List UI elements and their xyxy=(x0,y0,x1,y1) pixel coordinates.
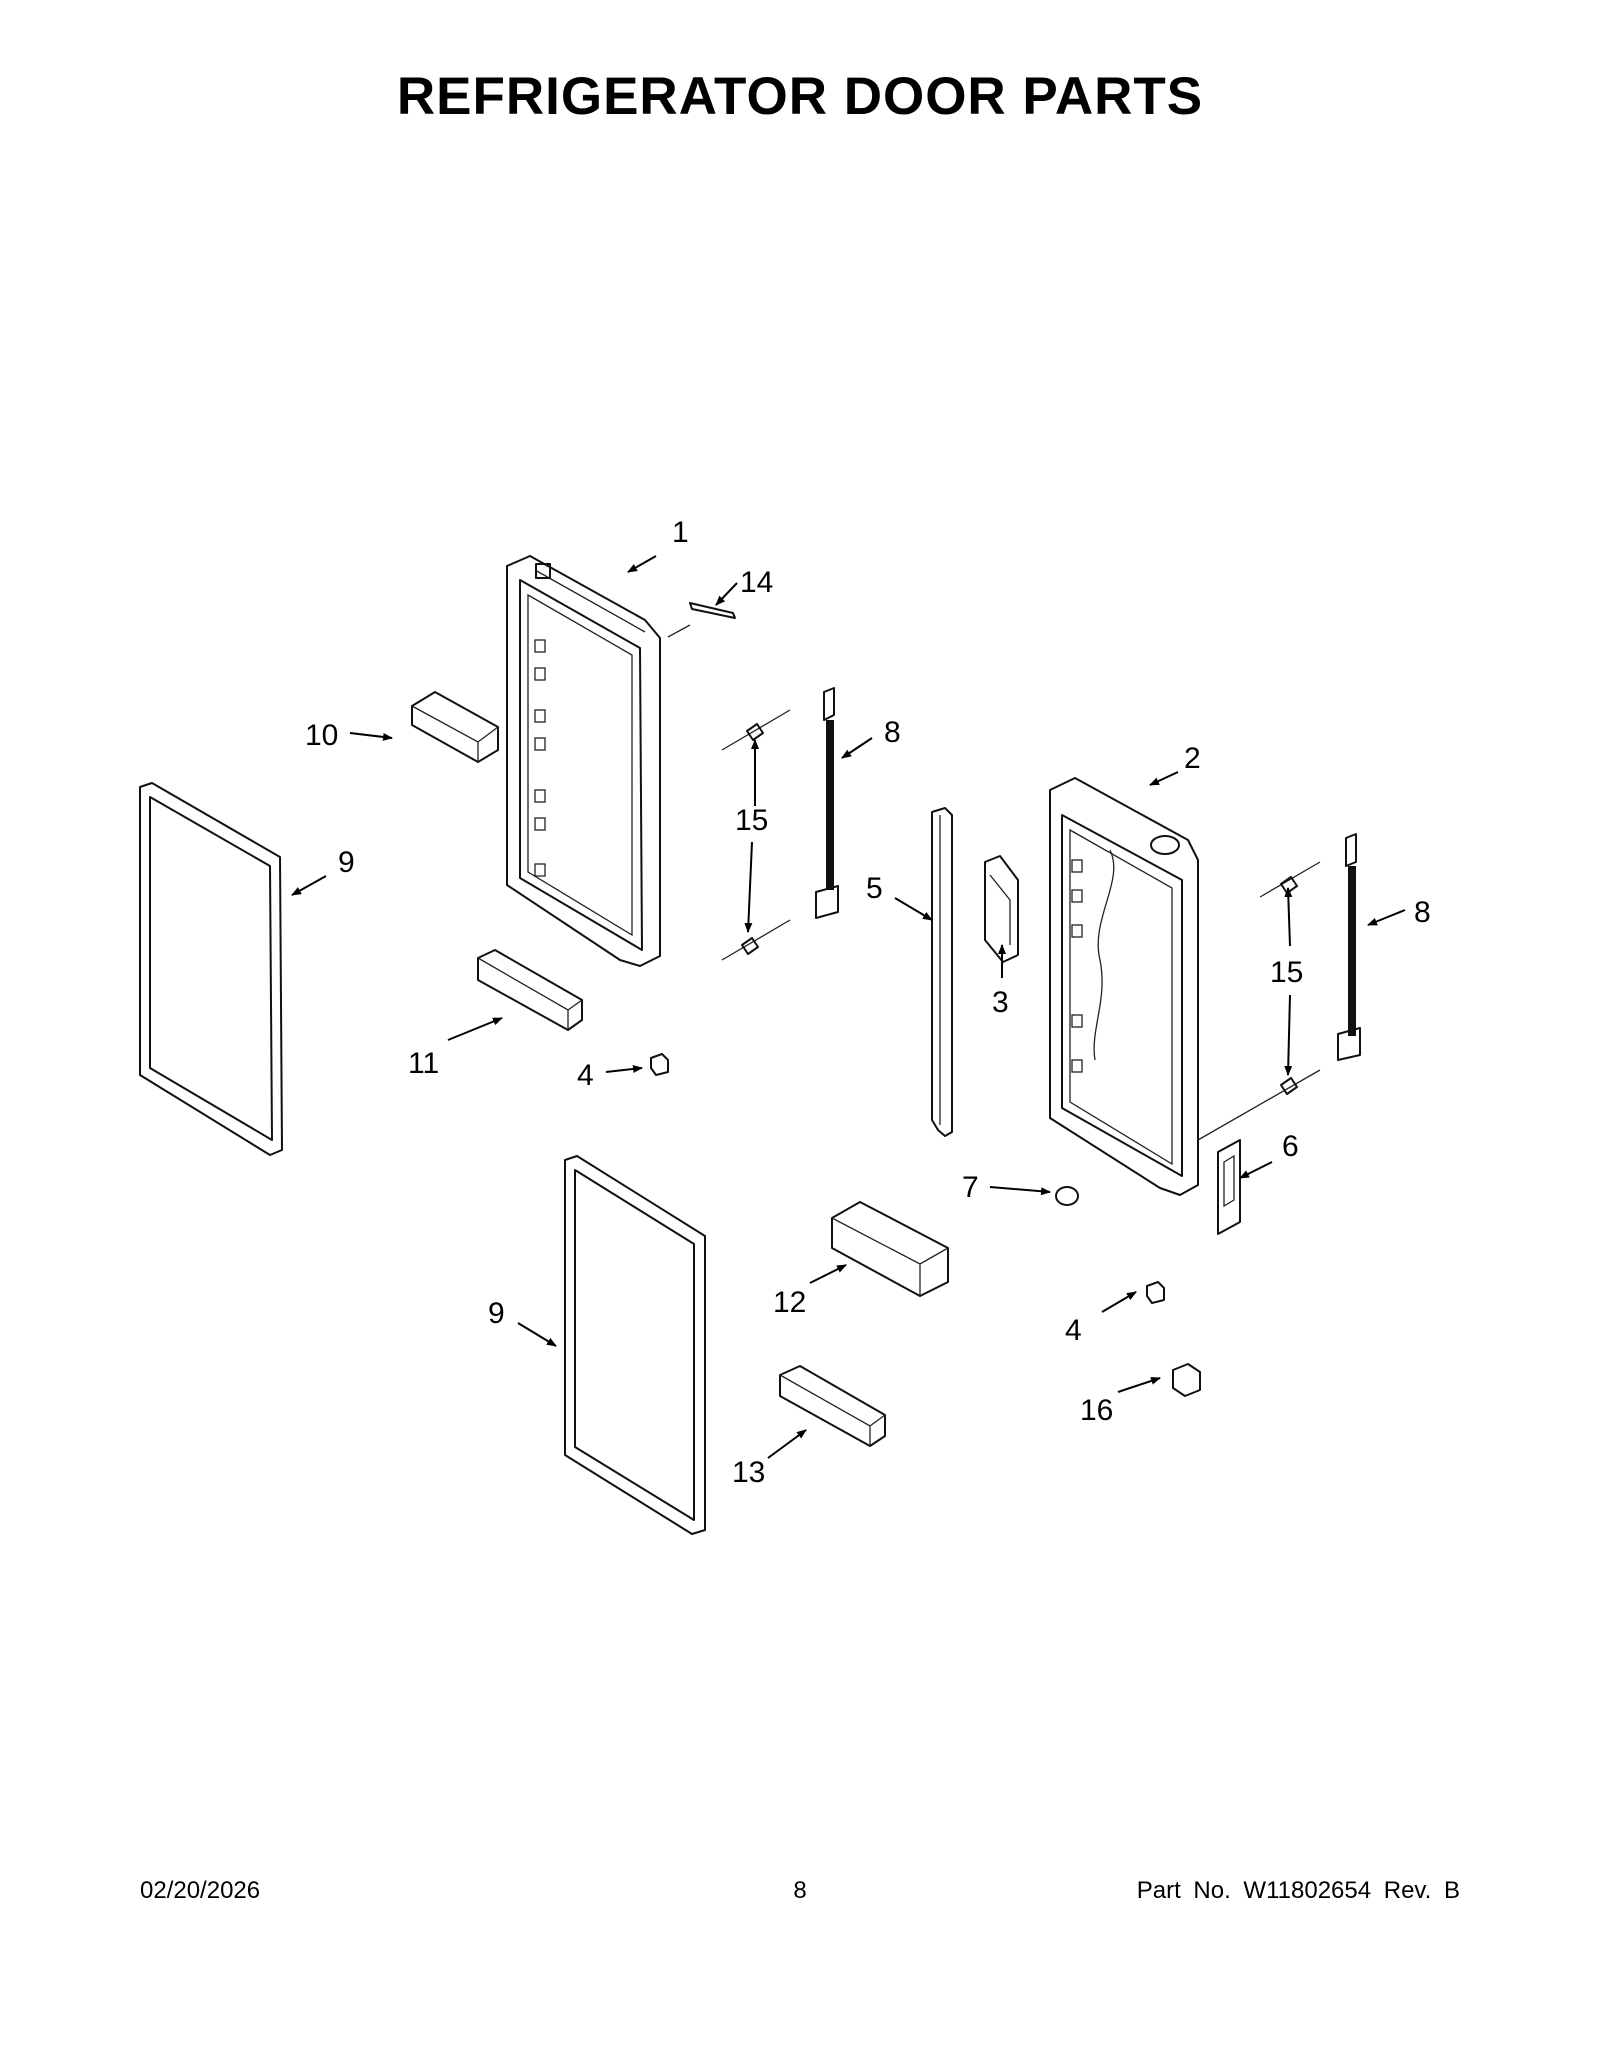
callout-15b: 15 xyxy=(1270,956,1303,989)
trim-plate xyxy=(1217,1139,1241,1235)
leader-arrows xyxy=(291,555,1406,1459)
clip-left xyxy=(650,1053,669,1076)
footer-page-number: 8 xyxy=(793,1877,807,1904)
callout-13: 13 xyxy=(732,1456,765,1489)
callout-labels: 1 2 3 4 4 5 6 7 8 8 9 9 10 11 12 13 14 1… xyxy=(305,516,1431,1489)
door-bin-small-lower xyxy=(477,949,583,1031)
callout-9b: 9 xyxy=(488,1297,505,1330)
cap-button xyxy=(1055,1186,1079,1206)
callout-10: 10 xyxy=(305,719,338,752)
door-bin-small-upper xyxy=(411,691,499,763)
door-bin-large xyxy=(831,1201,949,1297)
footer-part-number: Part No. W11802654 Rev. B xyxy=(1136,1877,1460,1904)
clip-right xyxy=(1146,1281,1165,1304)
dispenser-control-module xyxy=(984,855,1019,963)
door-gasket-left xyxy=(139,782,283,1156)
door-bin-medium xyxy=(779,1365,886,1447)
right-door-liner xyxy=(1049,777,1199,1196)
callout-8b: 8 xyxy=(1414,896,1431,929)
hinge-pins-left xyxy=(721,709,791,961)
door-handle-right xyxy=(1337,833,1361,1061)
left-door-liner xyxy=(506,555,661,967)
callout-6: 6 xyxy=(1282,1130,1299,1163)
callout-2: 2 xyxy=(1184,742,1201,775)
hinge-pins-right xyxy=(1197,861,1321,1141)
callout-16: 16 xyxy=(1080,1394,1113,1427)
callout-11: 11 xyxy=(408,1047,439,1080)
callout-14: 14 xyxy=(740,566,773,599)
callout-5: 5 xyxy=(866,872,883,905)
callout-12: 12 xyxy=(773,1286,806,1319)
door-gasket-right xyxy=(564,1155,706,1535)
callout-4b: 4 xyxy=(1065,1314,1082,1347)
page-title: REFRIGERATOR DOOR PARTS xyxy=(396,67,1204,126)
door-bracket-part xyxy=(667,602,736,638)
door-handle-left xyxy=(815,687,839,919)
callout-3: 3 xyxy=(992,986,1009,1019)
footer-date: 02/20/2026 xyxy=(140,1877,261,1904)
hinge-bushing xyxy=(1172,1363,1201,1397)
callout-7: 7 xyxy=(962,1171,979,1204)
callout-15a: 15 xyxy=(735,804,768,837)
callout-4a: 4 xyxy=(577,1059,594,1092)
callout-1: 1 xyxy=(672,516,689,549)
callout-8a: 8 xyxy=(884,716,901,749)
callout-9a: 9 xyxy=(338,846,355,879)
door-mullion xyxy=(931,807,953,1137)
